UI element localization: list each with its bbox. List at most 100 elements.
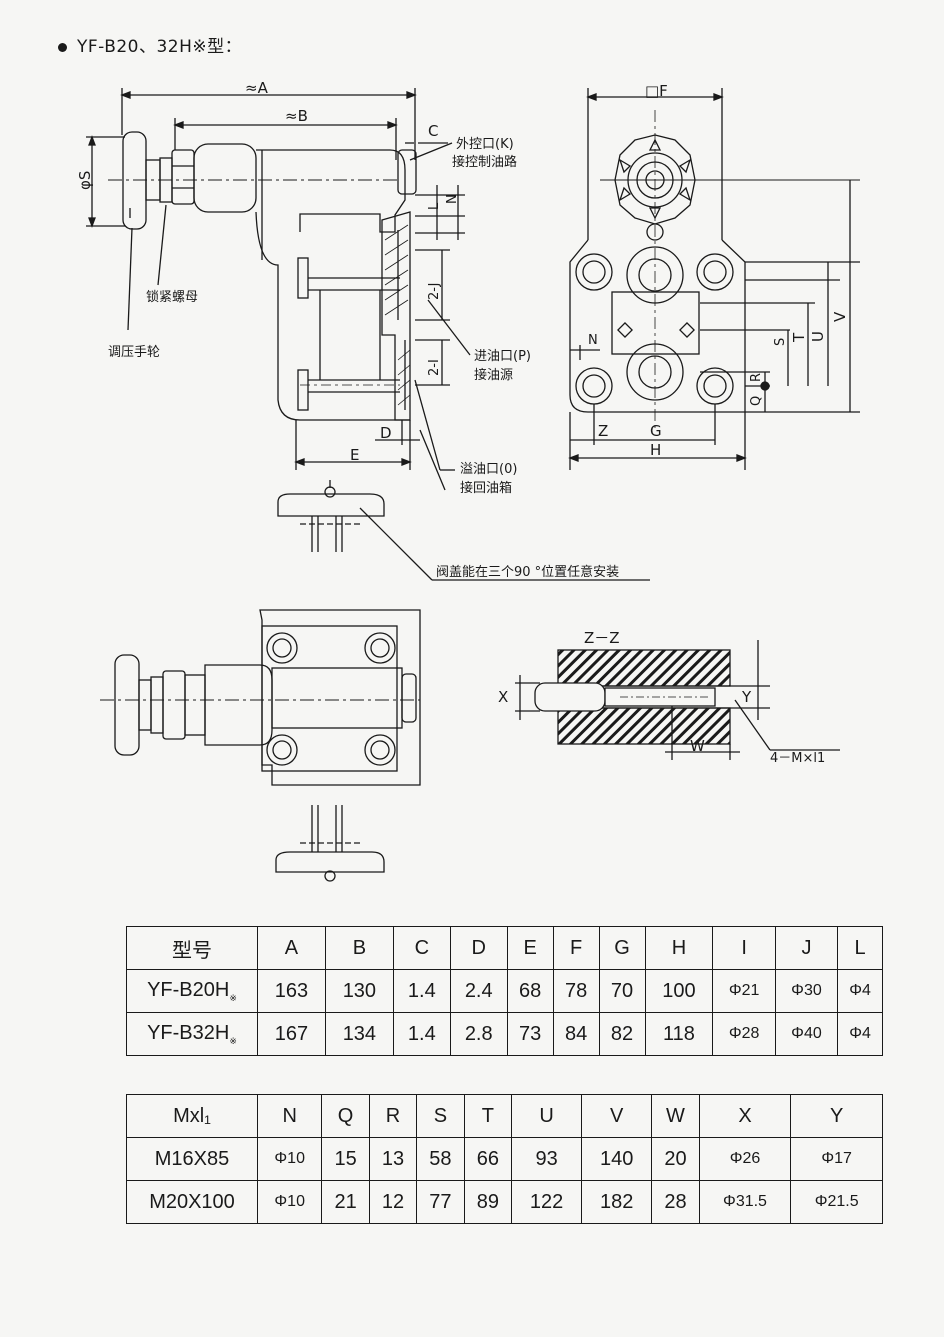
table-cell: 2.8 (449, 1012, 508, 1056)
table-header-cell: W (651, 1094, 700, 1138)
table-cell: Φ31.5 (698, 1180, 792, 1224)
dim-2i-label: 2-I (427, 359, 442, 376)
table-header-cell: A (257, 926, 326, 970)
table-cell: Φ4 (837, 969, 883, 1013)
dim-phi-s-label: φS (76, 171, 94, 190)
table-cell: 1.4 (392, 1012, 451, 1056)
bullet-icon (58, 42, 67, 52)
table-header-cell: U (511, 1094, 583, 1138)
dim-e-label: E (350, 446, 359, 464)
table-cell: 122 (511, 1180, 583, 1224)
table-cell: 93 (511, 1137, 583, 1181)
table-header-cell: L (837, 926, 883, 970)
front-view (568, 88, 860, 470)
dim-q-label: Q (749, 396, 764, 406)
dim-a-label: ≈A (245, 79, 269, 97)
handwheel-label: 调压手轮 (108, 345, 160, 360)
dim-s-label: S (773, 338, 788, 346)
table-cell: Φ4 (837, 1012, 883, 1056)
table-header-cell: G (598, 926, 646, 970)
table-cell: 68 (506, 969, 554, 1013)
table-cell: 84 (552, 1012, 600, 1056)
model-cell: YF-B20H※ (126, 969, 258, 1013)
table-header-cell: T (463, 1094, 513, 1138)
model-name: YF-B20H (147, 978, 230, 1001)
table-cell: 70 (598, 969, 646, 1013)
title-text: YF-B20、32H※型： (77, 37, 243, 57)
table-row: M20X100 Φ10 21 12 77 89 122 182 28 Φ31.5… (126, 1180, 883, 1224)
overflow-port-sub-label: 接回油箱 (460, 480, 512, 496)
dim-u-label: U (809, 331, 827, 342)
external-port-sub-label: 接控制油路 (452, 154, 517, 170)
table-cell: Φ21 (712, 969, 776, 1013)
model-name: YF-B32H (147, 1021, 230, 1044)
table-cell: 134 (324, 1012, 394, 1056)
dim-b-label: ≈B (285, 107, 308, 125)
table-cell: Φ10 (256, 1180, 323, 1224)
model-mark: ※ (229, 992, 237, 1003)
table-cell: 82 (598, 1012, 646, 1056)
table-cell: 13 (368, 1137, 418, 1181)
table-header-cell: S (416, 1094, 465, 1138)
section-label: Z－Z (584, 629, 620, 647)
table-header-cell: C (392, 926, 451, 970)
table-cell: 21 (321, 1180, 370, 1224)
table-cell: 1.4 (392, 969, 451, 1013)
cover-detail (277, 480, 650, 581)
table-header-cell: D (449, 926, 508, 970)
overflow-port-label: 溢油口(0) (460, 462, 517, 477)
dim-2j-label: 2-J (427, 282, 442, 300)
inlet-port-sub-label: 接油源 (474, 367, 513, 383)
table-row: M16X85 Φ10 15 13 58 66 93 140 20 Φ26 Φ17 (126, 1137, 883, 1181)
dim-n-label: N (445, 194, 460, 204)
inlet-port-label: 进油口(P) (474, 349, 531, 364)
table-cell: 167 (257, 1012, 326, 1056)
page-title: YF-B20、32H※型： (58, 32, 242, 57)
table-cell: Φ10 (256, 1137, 323, 1181)
table-header-cell: V (581, 1094, 653, 1138)
table-cell: 100 (644, 969, 714, 1013)
table-cell: 58 (416, 1137, 465, 1181)
table-header-cell: I (712, 926, 776, 970)
table-cell: Φ26 (698, 1137, 792, 1181)
section-zz (515, 640, 840, 760)
spec-table-models: 型号 A B C D E F G H I J L YF-B20H※ 163 13… (126, 926, 883, 1056)
table-header-cell: J (774, 926, 839, 970)
table-cell: 182 (581, 1180, 653, 1224)
dim-y-label: Y (741, 688, 752, 706)
table-cell: 78 (552, 969, 600, 1013)
table-cell: 140 (581, 1137, 653, 1181)
table-header-cell: F (552, 926, 600, 970)
table-header-row: 型号 A B C D E F G H I J L (126, 926, 883, 970)
table-cell: 130 (324, 969, 394, 1013)
lock-nut-label: 锁紧螺母 (146, 289, 198, 305)
table-header-cell: Y (790, 1094, 883, 1138)
table-cell: Φ30 (774, 969, 839, 1013)
side-view (86, 88, 471, 491)
table-cell: M16X85 (126, 1137, 258, 1181)
table-row: YF-B32H※ 167 134 1.4 2.8 73 84 82 118 Φ2… (126, 1012, 883, 1056)
table-cell: Φ21.5 (790, 1180, 883, 1224)
dim-c-label: C (428, 122, 438, 140)
table-header-cell: R (368, 1094, 418, 1138)
table-cell: Φ17 (790, 1137, 883, 1181)
model-cell: YF-B32H※ (126, 1012, 258, 1056)
table-cell: 89 (463, 1180, 513, 1224)
dim-g-label: G (650, 422, 662, 440)
table-header-cell: Q (321, 1094, 370, 1138)
table-cell: 163 (257, 969, 326, 1013)
table-cell: 28 (651, 1180, 700, 1224)
dim-r-label: R (749, 373, 764, 382)
table-cell: 15 (321, 1137, 370, 1181)
cover-note-label: 阀盖能在三个90 °位置任意安装 (436, 564, 619, 580)
table-header-cell: E (506, 926, 554, 970)
dim-v-label: V (831, 311, 849, 322)
table-cell: 73 (506, 1012, 554, 1056)
table-cell: 20 (651, 1137, 700, 1181)
spec-table-bolts: Mxl₁ N Q R S T U V W X Y M16X85 Φ10 15 1… (126, 1094, 883, 1224)
table-cell: 66 (463, 1137, 513, 1181)
dim-h-label: H (650, 441, 661, 459)
table-row: YF-B20H※ 163 130 1.4 2.4 68 78 70 100 Φ2… (126, 969, 883, 1013)
table-header-cell: X (698, 1094, 792, 1138)
model-mark: ※ (229, 1035, 237, 1046)
